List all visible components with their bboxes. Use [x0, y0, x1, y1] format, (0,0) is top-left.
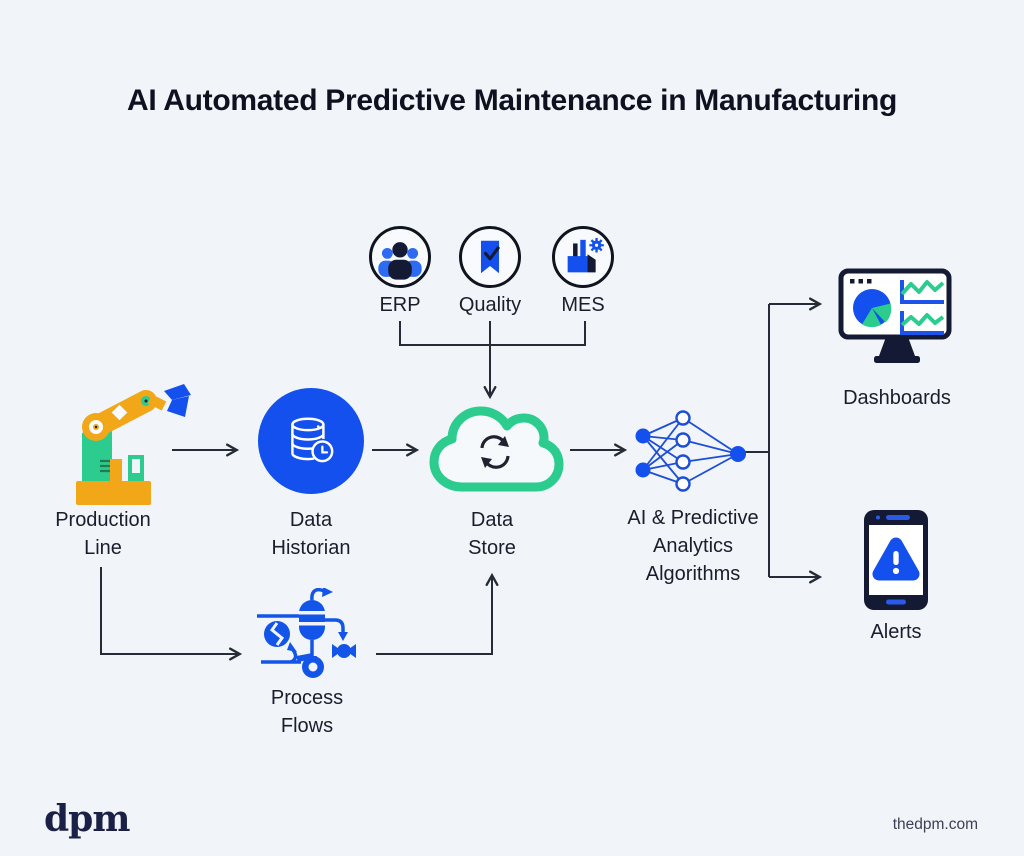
dashboards-label: Dashboards: [843, 387, 951, 409]
store-label: Data Store: [468, 509, 516, 559]
erp-node: [369, 226, 431, 288]
database-clock-icon: [291, 417, 334, 463]
erp-label: ERP: [379, 294, 421, 316]
mes-label: MES: [561, 294, 605, 316]
cloud-sync-icon: [429, 406, 564, 492]
historian-node: [258, 388, 364, 494]
process-label: Process Flows: [270, 687, 344, 737]
page-title: AI Automated Predictive Maintenance in M…: [126, 84, 898, 117]
bracket-sources: [399, 321, 586, 346]
website-url: thedpm.com: [892, 816, 978, 833]
arrow-process-to-store: [376, 572, 499, 655]
dashboard-monitor-icon: [838, 268, 952, 363]
alerts-label: Alerts: [870, 621, 922, 643]
neural-network-icon: [635, 410, 746, 492]
bookmark-check-icon: [480, 240, 500, 274]
arrow-production-to-process: [100, 567, 243, 661]
quality-label: Quality: [458, 294, 522, 316]
historian-label: Data Historian: [271, 509, 351, 559]
quality-node: [459, 226, 521, 288]
mes-node: [552, 226, 614, 288]
production-label: Production Line: [55, 509, 151, 559]
factory-icon: [567, 238, 604, 273]
alert-phone-icon: [864, 510, 928, 610]
process-flows-icon: [257, 588, 356, 678]
robot-arm-icon: [76, 384, 191, 505]
people-icon: [378, 242, 422, 280]
ai-label: AI & Predictive Analytics Algorithms: [627, 507, 759, 585]
dpm-logo: dpm: [44, 798, 130, 840]
